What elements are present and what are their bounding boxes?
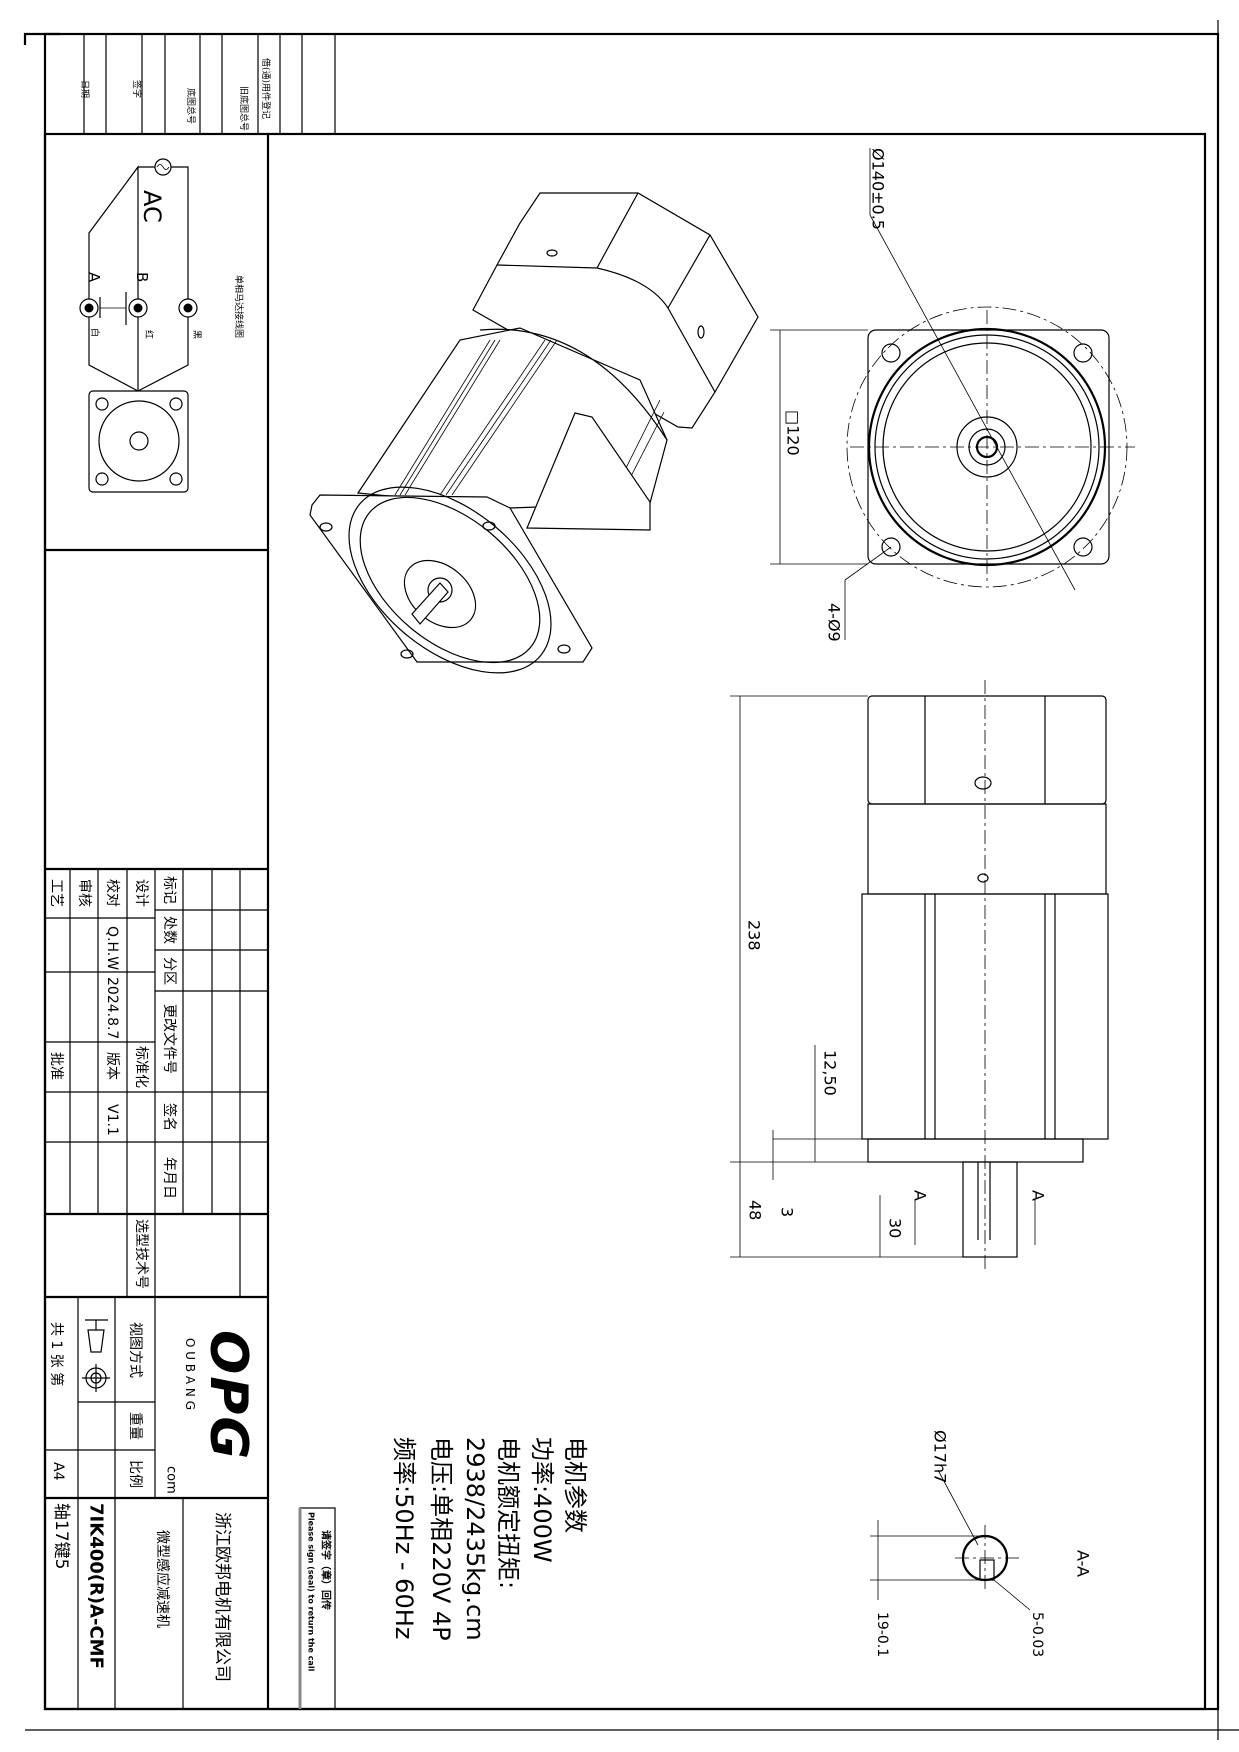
label-mark: 标记 [161,876,177,904]
param-torque-label: 电机额定扭矩: [494,1437,522,1589]
dim-shaft-dia: Ø17h7 [931,1430,950,1483]
dim-shaft-length: 48 [746,1200,765,1220]
version-value: V1.1 [104,1104,120,1136]
dim-3: 3 [778,1207,797,1217]
product-name: 微型感应减速机 [154,1530,171,1628]
dim-key-width: 5-0.03 [1029,1612,1045,1657]
label-standardize: 标准化 [133,1046,149,1088]
dim-12-50: 12,50 [821,1050,840,1096]
shaft-spec: 轴17键5 [51,1503,71,1569]
label-view-method: 视图方式 [127,1322,143,1378]
wiring-diagram: AC A B 白 红 黑 单相马达接线图 [79,158,245,493]
label-zone: 分区 [161,957,177,985]
sign-return-box: 请签字（章）回传 Please sign (seal) to return th… [298,1507,336,1710]
label-version: 版本 [104,1052,120,1080]
company-name: 浙江欧邦电机有限公司 [212,1512,232,1682]
dim-key-depth: 19-0.1 [874,1612,890,1657]
section-a-a: Ø17h7 A-A 5-0.03 19-0.1 [870,1430,1093,1657]
title-block: 标记 处数 分区 更改文件号 签名 年月日 设计 校对 审核 工艺 标准化 版本… [45,867,268,1709]
checker-name: Q.H.W [104,926,120,970]
wire-white-label: 白 [89,328,101,337]
label-weight: 重量 [127,1412,143,1440]
label-scale: 比例 [127,1460,143,1488]
section-title: A-A [1074,1550,1093,1577]
wire-black-label: 黑 [191,330,202,339]
label-signature: 签名 [161,1103,178,1131]
ac-label: AC [138,190,166,223]
label-count: 处数 [161,916,177,944]
front-view: Ø140±0.5 □120 4-Ø9 [770,148,1135,642]
margin-label-sign: 签字 [131,80,143,98]
drawing-frame [23,20,1239,1740]
section-mark-left: A [911,1190,930,1201]
dim-holes: 4-Ø9 [825,603,844,642]
param-power: 功率:400W [528,1437,556,1563]
dim-square: □120 [784,410,803,456]
label-process: 工艺 [48,879,64,907]
label-approve: 批准 [48,1052,64,1080]
param-torque-value: 2938/2435kg.cm [461,1437,489,1641]
terminal-a-label: A [85,272,103,283]
label-selection-no: 选型技术号 [133,1219,149,1289]
sheet-count: 共 1 张 第 [48,1322,65,1386]
margin-label-date: 日期 [79,80,90,98]
label-check: 校对 [104,879,121,907]
margin-label-old-base-no: 旧底图总号 [238,86,250,131]
param-frequency: 频率:50Hz - 60Hz [390,1437,418,1639]
dim-pcd: Ø140±0.5 [869,148,888,230]
terminal-icon [178,298,198,318]
model-number: 7IK400(R)A-CMF [86,1503,107,1669]
section-mark-right: A [1029,1190,1048,1201]
margin-strip: 日期 签字 底图总号 旧底图总号 借(通)用件登记 [79,34,336,134]
company-logo: OPG O U B A N G com [164,1330,259,1494]
margin-label-borrow: 借(通)用件登记 [260,58,272,119]
terminal-b-label: B [133,272,151,282]
wiring-title: 单相马达接线图 [233,275,245,338]
label-change-doc: 更改文件号 [161,1004,177,1074]
logo-subtext: O U B A N G [183,1338,197,1410]
motor-parameters: 电机参数 功率:400W 电机额定扭矩: 2938/2435kg.cm 电压:单… [390,1437,589,1641]
label-review: 审核 [76,879,92,907]
label-ymd: 年月日 [161,1157,177,1199]
label-design: 设计 [133,879,149,907]
paper-size: A4 [50,1462,66,1481]
sign-return-cn: 请签字（章）回传 [320,1530,333,1610]
terminal-icon [79,298,99,318]
isometric-motor-view [309,192,759,674]
param-voltage: 电压:单相220V 4P [427,1437,455,1641]
param-heading: 电机参数 [561,1437,589,1533]
motor-face-icon [88,390,189,493]
sign-return-en: Please sign (seal) to return the call [307,1512,316,1672]
wire-red-label: 红 [143,330,155,339]
check-date: 2024.8.7 [104,977,120,1039]
terminal-icon [128,298,148,318]
margin-label-base-no: 底图总号 [185,88,197,124]
logo-com: com [164,1466,179,1494]
logo-text: OPG [198,1330,258,1461]
projection-symbol-icon [82,1319,110,1392]
dim-length: 238 [745,920,764,951]
side-view: 238 12,50 48 3 30 A A [730,680,1109,1270]
dim-30: 30 [886,1218,905,1238]
